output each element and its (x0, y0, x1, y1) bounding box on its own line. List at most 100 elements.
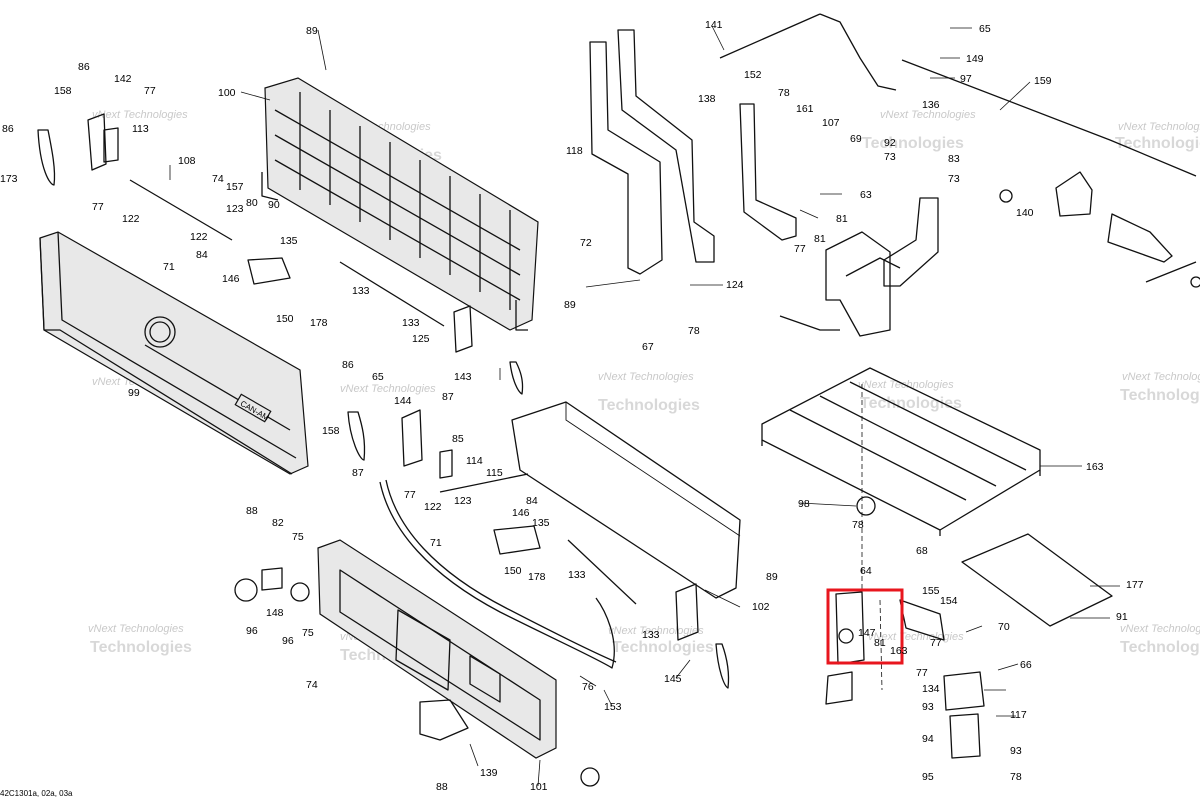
callout-74: 74 (306, 679, 318, 691)
callout-87: 87 (442, 391, 454, 403)
callout-76: 76 (582, 681, 594, 693)
callout-71: 71 (163, 261, 175, 273)
watermark-text: vNext Technologies (868, 631, 964, 643)
watermark-text: Technologies (860, 395, 962, 412)
callout-66: 66 (1020, 659, 1032, 671)
callout-75: 75 (302, 627, 314, 639)
callout-163: 163 (1086, 461, 1104, 473)
callout-148: 148 (266, 607, 284, 619)
callout-153: 153 (604, 701, 622, 713)
callout-178: 178 (528, 571, 546, 583)
callout-78: 78 (1010, 771, 1022, 783)
callout-73: 73 (884, 151, 896, 163)
callout-123: 123 (226, 203, 244, 215)
callout-93: 93 (1010, 745, 1022, 757)
leader-lines (169, 25, 1120, 787)
callout-143: 143 (454, 371, 472, 383)
callout-83: 83 (948, 153, 960, 165)
callout-96: 96 (282, 635, 294, 647)
callout-124: 124 (726, 279, 744, 291)
callout-163: 163 (890, 645, 908, 657)
callout-145: 145 (664, 673, 682, 685)
latch-rod (129, 179, 233, 241)
callout-133: 133 (402, 317, 420, 329)
callout-133: 133 (642, 629, 660, 641)
watermark-text: vNext Technologies (880, 109, 976, 121)
watermark-text: vNext Technologies (1122, 371, 1200, 383)
highlight-box (826, 588, 904, 665)
callout-146: 146 (222, 273, 240, 285)
callout-73: 73 (948, 173, 960, 185)
frame-tubes-lower (779, 197, 939, 337)
callout-118: 118 (566, 145, 583, 157)
callout-75: 75 (292, 531, 304, 543)
mounting-plate (961, 533, 1113, 627)
watermark-text: Technologies (90, 639, 192, 656)
callout-84: 84 (196, 249, 208, 261)
callout-136: 136 (922, 99, 940, 111)
callout-78: 78 (852, 519, 864, 531)
callout-77: 77 (794, 243, 806, 255)
callout-65: 65 (372, 371, 384, 383)
callout-81: 81 (836, 213, 848, 225)
callout-115: 115 (486, 467, 503, 479)
watermark-text: vNext Technologies (1118, 121, 1200, 133)
callout-139: 139 (480, 767, 498, 779)
callout-93: 93 (922, 701, 934, 713)
callout-140: 140 (1016, 207, 1034, 219)
callout-157: 157 (226, 181, 244, 193)
callout-177: 177 (1126, 579, 1144, 591)
callout-68: 68 (916, 545, 928, 557)
callout-85: 85 (452, 433, 464, 445)
callout-122: 122 (122, 213, 140, 225)
watermark-text: vNext Technologies (608, 625, 704, 637)
callout-labels: 89 65 141 149 97 100 86 158 142 77 113 1… (0, 19, 1144, 793)
callout-123: 123 (454, 495, 472, 507)
callout-117: 117 (1010, 709, 1027, 721)
callout-102: 102 (752, 601, 770, 613)
callout-158: 158 (54, 85, 72, 97)
latch-rod (339, 261, 445, 327)
callout-152: 152 (744, 69, 762, 81)
callout-88: 88 (436, 781, 448, 793)
callout-77: 77 (144, 85, 156, 97)
callout-77: 77 (404, 489, 416, 501)
callout-150: 150 (276, 313, 294, 325)
callout-155: 155 (922, 585, 940, 597)
callout-89: 89 (766, 571, 778, 583)
callout-95: 95 (922, 771, 934, 783)
callout-81: 81 (814, 233, 826, 245)
callout-150: 150 (504, 565, 522, 577)
callout-77: 77 (930, 637, 942, 649)
watermark-text: Technologies (862, 135, 964, 152)
callout-113: 113 (132, 123, 149, 135)
callout-146: 146 (512, 507, 530, 519)
lower-tailgate (317, 539, 557, 759)
watermark-text: vNext Technologies (1120, 623, 1200, 635)
callout-90: 90 (268, 199, 280, 211)
callout-122: 122 (424, 501, 442, 513)
callout-154: 154 (940, 595, 958, 607)
callout-67: 67 (642, 341, 654, 353)
callout-74: 74 (212, 173, 224, 185)
callout-138: 138 (698, 93, 716, 105)
misc-small-parts (234, 496, 876, 787)
watermark-text: Technologies (1115, 135, 1200, 152)
tailgate-handles (247, 257, 541, 555)
callout-88: 88 (246, 505, 258, 517)
watermark-text: Technologies (598, 397, 700, 414)
callout-77: 77 (92, 201, 104, 213)
callout-108: 108 (178, 155, 196, 167)
callout-141: 141 (705, 19, 723, 31)
callout-149: 149 (966, 53, 984, 65)
callout-161: 161 (796, 103, 814, 115)
callout-134: 134 (922, 683, 940, 695)
callout-135: 135 (280, 235, 298, 247)
callout-89: 89 (306, 25, 318, 37)
callout-86: 86 (2, 123, 14, 135)
drawing-code: 42C1301a, 02a, 03a (0, 789, 73, 798)
callout-114: 114 (466, 455, 483, 467)
latch-rod (439, 473, 529, 493)
